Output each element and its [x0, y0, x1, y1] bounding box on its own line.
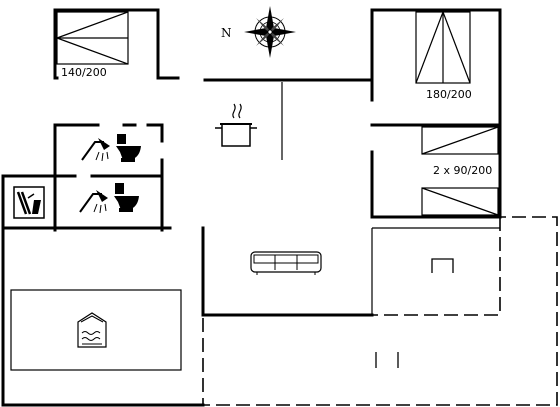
- bed-180: [415, 11, 471, 84]
- furniture-icon: [375, 258, 454, 368]
- compass-icon: [244, 6, 296, 58]
- shower-toilet-icon-2: [79, 183, 139, 214]
- compass-north-label: N: [221, 26, 232, 40]
- stove-pot-icon: [215, 103, 257, 147]
- sofa-icon: [250, 251, 322, 275]
- interior-lines: [202, 82, 500, 315]
- bed-90-bottom: [421, 187, 499, 216]
- pool: [10, 289, 182, 371]
- bed-140: [56, 11, 129, 65]
- shower-toilet-icon: [81, 134, 141, 162]
- bed-140-label: 140/200: [61, 66, 107, 79]
- terrace-outline: [202, 216, 558, 406]
- laundry-icon: [13, 186, 45, 219]
- bed-180-label: 180/200: [426, 88, 472, 101]
- bed-90-label: 2 x 90/200: [433, 164, 492, 177]
- bed-90-top: [421, 126, 499, 155]
- pool-icon: [77, 312, 107, 348]
